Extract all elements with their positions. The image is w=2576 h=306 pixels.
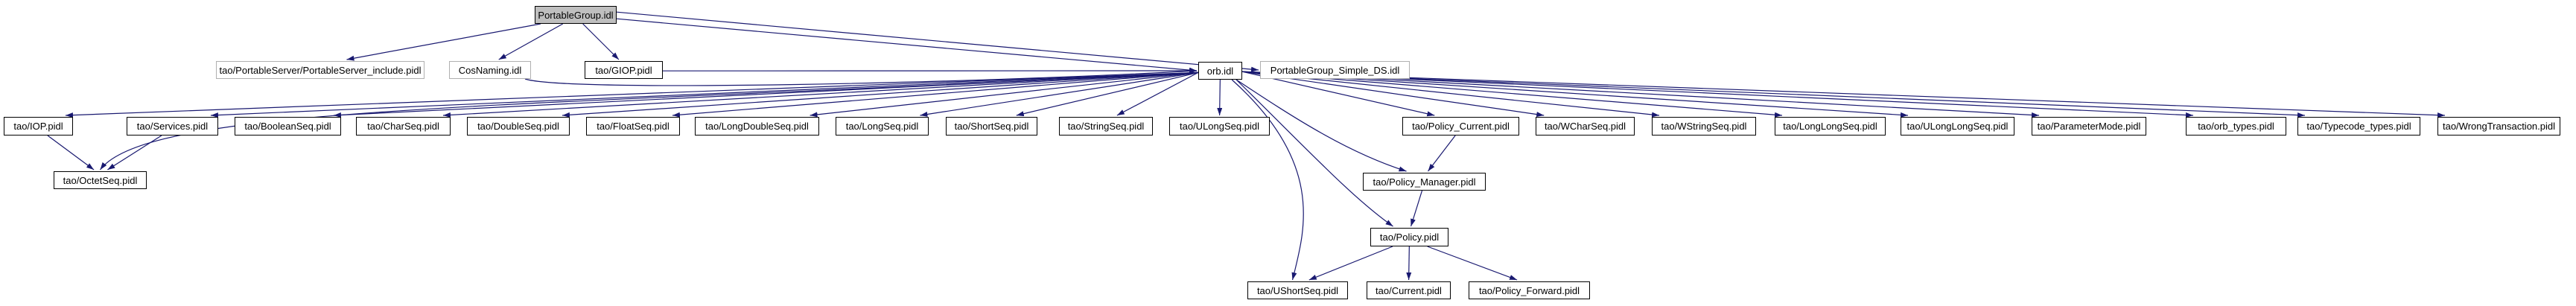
edge-policy-to-policyforward [1427, 246, 1518, 281]
edge-orb-to-stringseq [1116, 71, 1199, 116]
graph-node-wcharseq[interactable]: tao/WCharSeq.pidl [1536, 117, 1635, 136]
graph-node-booleanseq[interactable]: tao/BooleanSeq.pidl [235, 117, 341, 136]
edge-orb-to-orbtypes [1241, 71, 2194, 118]
graph-node-r[interactable]: PortableGroup.idl [535, 6, 617, 24]
edge-orb-to-longdoubleseq [810, 71, 1199, 118]
edge-orb-to-octetseq [100, 71, 1199, 170]
edge-r-to-cos [498, 23, 564, 60]
graph-node-policy[interactable]: tao/Policy.pidl [1370, 228, 1448, 246]
edge-orb-to-ulongseq [1217, 79, 1223, 116]
edge-r-to-orb [616, 18, 1198, 73]
graph-node-policymanager[interactable]: tao/Policy_Manager.pidl [1363, 173, 1486, 191]
graph-node-typecodetypes[interactable]: tao/Typecode_types.pidl [2297, 117, 2420, 136]
graph-node-ulongseq[interactable]: tao/ULongSeq.pidl [1169, 117, 1270, 136]
graph-node-longseq[interactable]: tao/LongSeq.pidl [836, 117, 929, 136]
edge-cos-to-orb [524, 68, 1198, 86]
edge-r-to-giop [582, 23, 620, 60]
edge-r-to-sds [616, 11, 1259, 72]
graph-node-wstringseq[interactable]: tao/WStringSeq.pidl [1652, 117, 1756, 136]
edge-orb-to-wstringseq [1241, 71, 1660, 118]
edge-policymanager-to-policy [1410, 190, 1423, 227]
edge-orb-to-longseq [920, 71, 1199, 117]
edge-iop-to-octetseq [47, 135, 95, 170]
edge-orb-to-doubleseq [562, 71, 1199, 118]
edge-orb-to-typecodetypes [1241, 71, 2306, 118]
edge-policy-to-current [1406, 246, 1412, 281]
graph-node-cos[interactable]: CosNaming.idl [449, 61, 531, 79]
graph-node-policycurrent[interactable]: tao/Policy_Current.pidl [1402, 117, 1519, 136]
edge-orb-to-wcharseq [1241, 71, 1545, 118]
edge-orb-to-ulonglongseq [1241, 71, 1909, 118]
edge-orb-to-wrongtransaction [1241, 71, 2446, 118]
graph-node-orbtypes[interactable]: tao/orb_types.pidl [2186, 117, 2286, 136]
graph-node-policyforward[interactable]: tao/Policy_Forward.pidl [1469, 281, 1590, 299]
edge-r-to-psi [346, 23, 541, 61]
edge-policy-to-ushortseq [1308, 246, 1393, 281]
graph-node-ushortseq[interactable]: tao/UShortSeq.pidl [1247, 281, 1348, 299]
graph-node-shortseq[interactable]: tao/ShortSeq.pidl [946, 117, 1037, 136]
edge-orb-to-policy [1235, 79, 1393, 227]
graph-node-giop[interactable]: tao/GIOP.pidl [585, 61, 663, 79]
graph-node-iop[interactable]: tao/IOP.pidl [4, 117, 73, 136]
edge-orb-to-shortseq [1016, 71, 1199, 117]
graph-node-parametermode[interactable]: tao/ParameterMode.pidl [2032, 117, 2146, 136]
graph-node-longdoubleseq[interactable]: tao/LongDoubleSeq.pidl [695, 117, 819, 136]
edge-orb-to-charseq [442, 71, 1199, 118]
graph-node-orb[interactable]: orb.idl [1198, 62, 1242, 80]
edge-orb-to-parametermode [1241, 71, 2040, 118]
edge-orb-to-longlongseq [1241, 71, 1783, 118]
graph-node-wrongtransaction[interactable]: tao/WrongTransaction.pidl [2437, 117, 2560, 136]
edge-orb-to-policycurrent [1241, 71, 1435, 117]
graph-node-services[interactable]: tao/Services.pidl [127, 117, 218, 136]
graph-node-stringseq[interactable]: tao/StringSeq.pidl [1059, 117, 1153, 136]
graph-node-floatseq[interactable]: tao/FloatSeq.pidl [586, 117, 680, 136]
graph-node-current[interactable]: tao/Current.pidl [1367, 281, 1451, 299]
graph-node-longlongseq[interactable]: tao/LongLongSeq.pidl [1775, 117, 1886, 136]
edge-services-to-octetseq [107, 135, 162, 170]
edge-orb-to-services [210, 71, 1199, 118]
edge-orb-to-policymanager [1235, 79, 1407, 172]
graph-node-charseq[interactable]: tao/CharSeq.pidl [356, 117, 451, 136]
edge-orb-to-floatseq [672, 71, 1199, 118]
graph-node-octetseq[interactable]: tao/OctetSeq.pidl [54, 171, 147, 189]
edge-orb-to-iop [65, 71, 1199, 118]
graph-node-psi[interactable]: tao/PortableServer/PortableServer_includ… [216, 61, 424, 79]
graph-node-ulonglongseq[interactable]: tao/ULongLongSeq.pidl [1901, 117, 2014, 136]
graph-node-sds[interactable]: PortableGroup_Simple_DS.idl [1260, 61, 1410, 79]
edge-policycurrent-to-policymanager [1428, 135, 1456, 172]
edge-orb-to-ushortseq [1231, 79, 1304, 281]
graph-node-doubleseq[interactable]: tao/DoubleSeq.pidl [467, 117, 570, 136]
